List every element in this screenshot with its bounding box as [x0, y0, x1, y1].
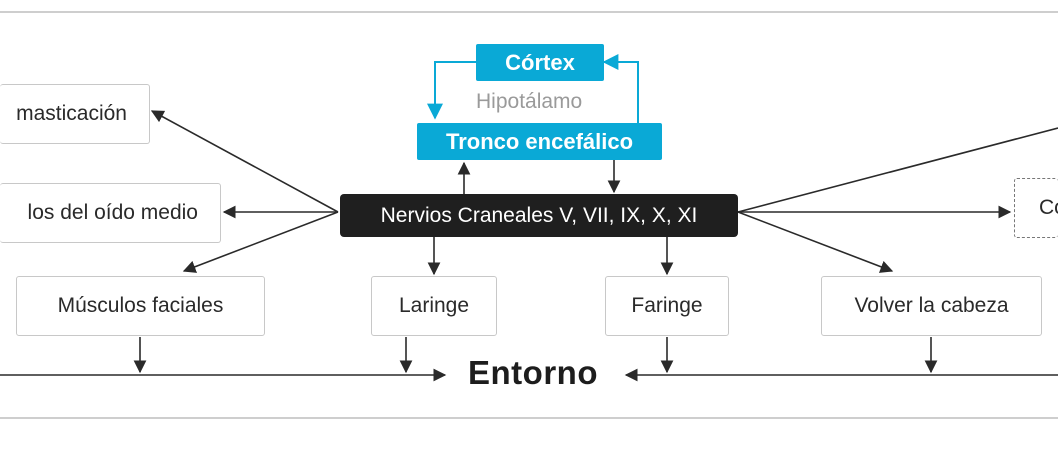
arrow-to-facial-muscles — [182, 211, 339, 273]
dashed-partial-box: Co — [1014, 178, 1058, 238]
turn-head-box: Volver la cabeza — [821, 276, 1042, 336]
arrow-to-turn-head — [737, 211, 894, 273]
cortex-to-brainstem-arrow — [427, 61, 476, 120]
facial-muscles-box: Músculos faciales — [16, 276, 265, 336]
cortex-node: Córtex — [476, 44, 604, 81]
mastication-box: masticación — [0, 84, 150, 144]
larynx-box: Laringe — [371, 276, 497, 336]
hypothalamus-label: Hipotálamo — [476, 90, 583, 113]
brainstem-to-cortex-arrow — [602, 54, 639, 124]
pharynx-box: Faringe — [605, 276, 729, 336]
cranial-nerves-node: Nervios Craneales V, VII, IX, X, XI — [340, 194, 738, 237]
arrow-to-mastication — [150, 110, 339, 213]
brainstem-node: Tronco encefálico — [417, 123, 662, 160]
middle-ear-box: los del oído medio — [0, 183, 221, 243]
line-to-offscreen-right — [737, 127, 1058, 213]
environment-label: Entorno — [468, 354, 598, 391]
